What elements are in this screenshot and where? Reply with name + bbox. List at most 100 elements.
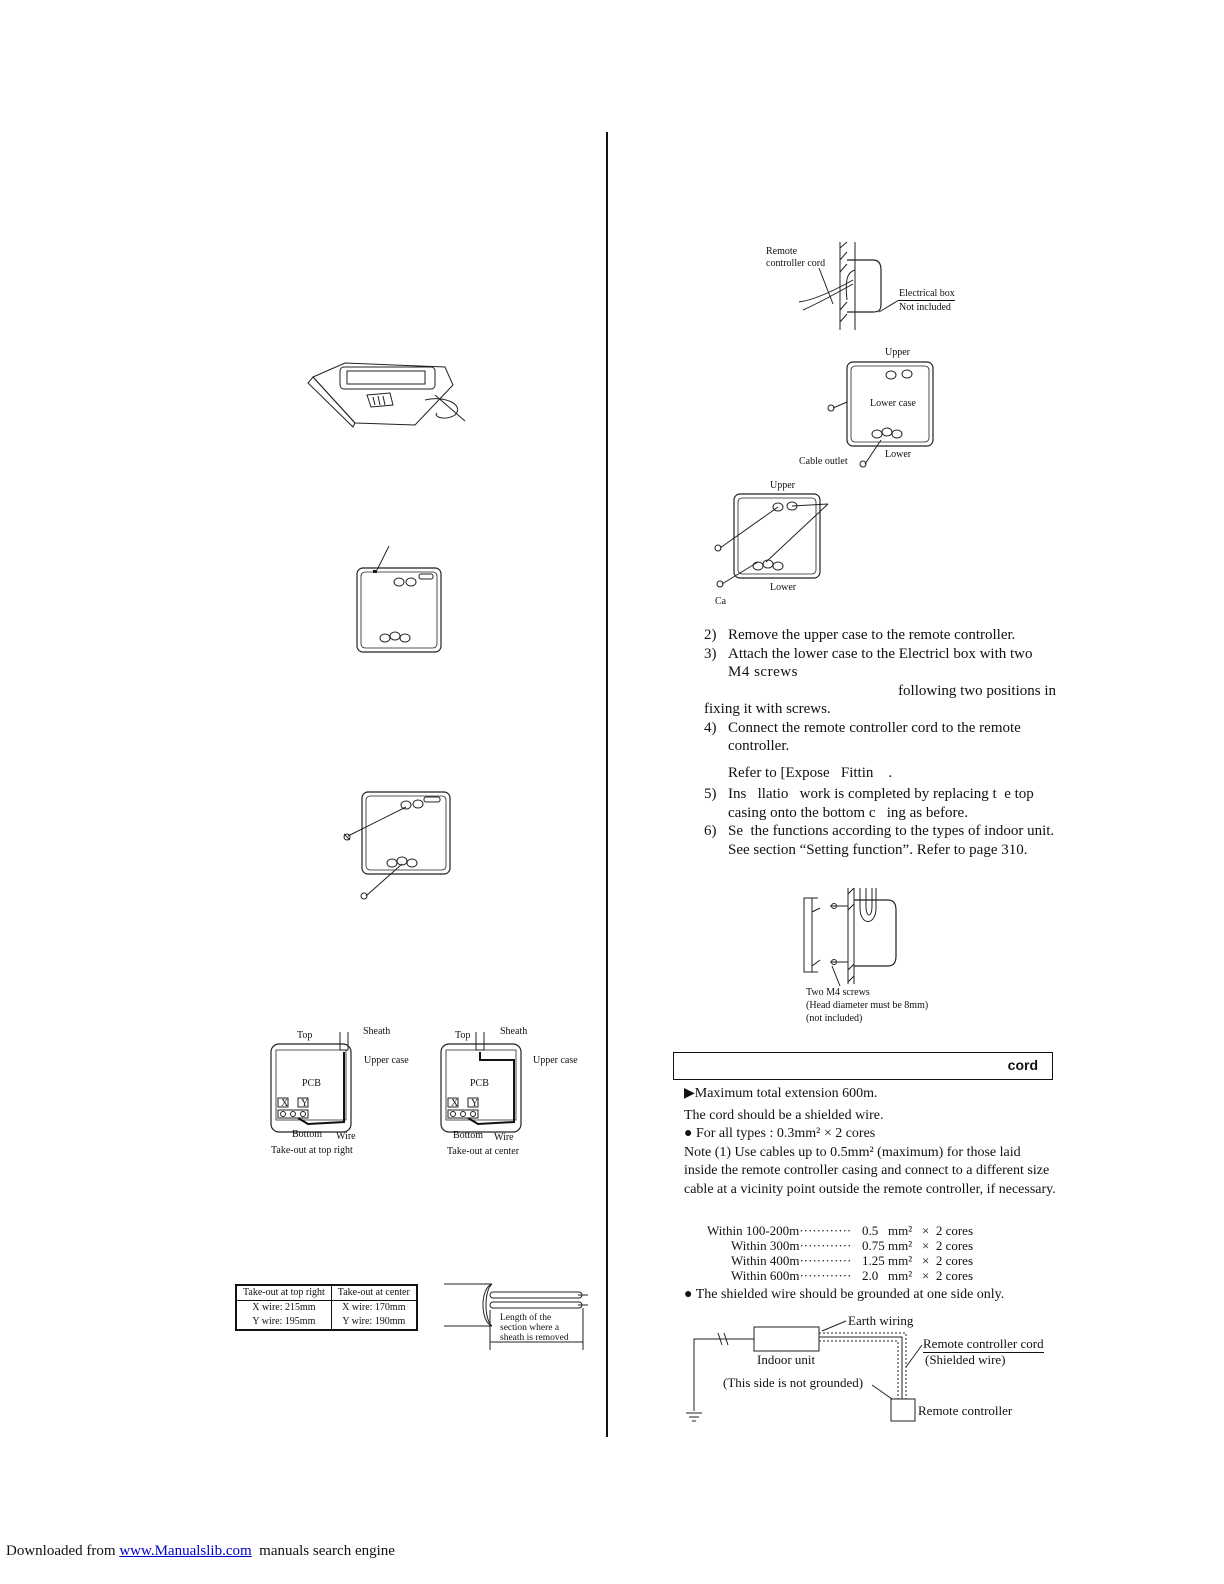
step-text: Se the functions according to the types … (728, 823, 1058, 858)
column-divider (606, 132, 608, 1437)
table-header: Take-out at center (330, 1284, 418, 1301)
table-row: Y wire: 195mm Y wire: 190mm (235, 1315, 418, 1331)
earth-wiring-label: Earth wiring (848, 1313, 914, 1328)
footer: Downloaded from www.Manualslib.com manua… (6, 1543, 395, 1560)
step-3-line-4: fixing it with screws. (704, 701, 831, 717)
spec-cores: × 2 cores (922, 1253, 974, 1268)
lower-case-outlet-figure (825, 360, 940, 470)
spec-row: Within 400m············ (731, 1253, 851, 1268)
not-included-label: Not included (899, 302, 951, 313)
step-5: 5) Ins llatio work is completed by replac… (704, 785, 1056, 822)
step-number: 3) (704, 645, 717, 662)
step-number: 6) (704, 823, 717, 839)
installation-steps: 2) Remove the upper case to the remote co… (704, 626, 1056, 859)
table-header-row: Take-out at top right Take-out at center (235, 1284, 418, 1301)
pcb-left-bottom-label: Bottom (292, 1129, 323, 1140)
pcb-left-upper-case-label: Upper case (364, 1055, 409, 1066)
spec-cores: × 2 cores (922, 1238, 974, 1253)
table-cell: X wire: 215mm (235, 1300, 332, 1315)
indoor-unit-label: Indoor unit (757, 1352, 816, 1367)
spec-cores: × 2 cores (922, 1223, 974, 1238)
pcb-takeout-top-right-figure (268, 1030, 358, 1145)
wire-length-table: Take-out at top right Take-out at center… (235, 1284, 418, 1331)
pcb-right-bottom-label: Bottom (453, 1130, 484, 1141)
grounding-diagram (686, 1315, 1046, 1425)
step-number: 4) (704, 719, 717, 736)
pcb-right-upper-case-label: Upper case (533, 1055, 578, 1066)
step-4: 4) Connect the remote controller cord to … (704, 719, 1056, 756)
step-text: Connect the remote controller cord to th… (728, 719, 1021, 755)
spec-dots: ············ (799, 1268, 852, 1283)
manualslib-link[interactable]: www.Manualslib.com (119, 1543, 252, 1559)
spec-dots: ············ (799, 1223, 852, 1238)
table-cell: X wire: 170mm (330, 1300, 418, 1315)
shielded-wire-text: The cord should be a shielded wire. (684, 1107, 884, 1123)
remote-controller-cord-label: Remote controller cord (766, 246, 826, 269)
sheath-cable-figure (440, 1280, 590, 1352)
ca-label: Ca (715, 596, 727, 607)
spec-size: 0.5 mm² (862, 1223, 913, 1238)
pcb-right-sheath-label: Sheath (500, 1026, 528, 1037)
remote-cord-label: Remote controller cord (923, 1336, 1044, 1353)
spec-range: Within 300m (731, 1238, 800, 1253)
step-text: Remove the upper case to the remote cont… (728, 627, 1016, 643)
max-extension-text: ▶Maximum total extension 600m. (684, 1086, 878, 1101)
lower-label-1: Lower (885, 449, 912, 460)
sheath-removed-label: Length of the section where a sheath is … (500, 1313, 569, 1343)
spec-row: Within 600m············ (731, 1268, 851, 1283)
upper-label-1: Upper (885, 347, 910, 358)
all-types-text: ● For all types : 0.3mm² × 2 cores (684, 1126, 876, 1141)
spec-range: Within 400m (731, 1253, 800, 1268)
cord-section-title: cord (673, 1052, 1053, 1080)
m4-screws-figure (800, 886, 905, 986)
remote-controller-label: Remote controller (918, 1403, 1013, 1418)
step-number: 2) (704, 627, 717, 643)
pcb-left-sheath-label: Sheath (363, 1026, 391, 1037)
pcb-right-caption: Take-out at center (447, 1146, 520, 1157)
step-text: Attach the lower case to the Electricl b… (728, 645, 1033, 662)
spec-dots: ············ (799, 1238, 852, 1253)
note-text: Note (1) Use cables up to 0.5mm² (maximu… (684, 1144, 1056, 1197)
not-grounded-label: (This side is not grounded) (723, 1375, 864, 1390)
pcb-left-top-label: Top (297, 1030, 313, 1041)
step-6: 6) Se the functions according to the type… (704, 822, 1056, 859)
screws-label-1: Two M4 screws (806, 987, 870, 998)
refer-expose-fitting: Refer to [Expose Fittin . (728, 764, 893, 781)
step-number: 5) (704, 786, 717, 802)
table-header: Take-out at top right (235, 1284, 332, 1301)
lower-case-screws-figure (340, 790, 455, 900)
shielded-wire-label: (Shielded wire) (925, 1352, 1006, 1367)
spec-size: 1.25 mm² (862, 1253, 913, 1268)
lower-case-notch-figure (355, 540, 445, 655)
upper-label-2: Upper (770, 480, 795, 491)
footer-suffix: manuals search engine (251, 1543, 395, 1559)
pcb-right-wire-label: Wire (494, 1132, 514, 1143)
spec-size: 0.75 mm² (862, 1238, 913, 1253)
pcb-right-y-label: Y (471, 1098, 479, 1109)
pcb-left-y-label: Y (301, 1098, 309, 1109)
pcb-left-pcb-label: PCB (302, 1078, 321, 1089)
electrical-box-label: Electrical box (899, 288, 955, 301)
lower-case-label: Lower case (870, 398, 916, 409)
lower-case-mount-figure (712, 492, 837, 592)
spec-cores: × 2 cores (922, 1268, 974, 1283)
pcb-left-caption: Take-out at top right (271, 1145, 353, 1156)
step-3-line-3: following two positions in (898, 682, 1056, 699)
cord-section-text: ▶Maximum total extension 600m. The cord … (684, 1085, 1056, 1199)
pcb-left-x-label: X (281, 1098, 289, 1109)
step-text: Ins llatio work is completed by replacin… (728, 786, 1038, 821)
spec-size: 2.0 mm² (862, 1268, 913, 1283)
spec-range: Within 100-200m (707, 1223, 800, 1238)
pcb-right-top-label: Top (455, 1030, 471, 1041)
spec-dots: ············ (799, 1253, 852, 1268)
step-3-line-2: M4 screws (728, 664, 798, 680)
spec-row: Within 300m············ (731, 1238, 851, 1253)
screws-label-2: (Head diameter must be 8mm) (806, 1000, 929, 1011)
cable-outlet-label: Cable outlet (799, 456, 848, 467)
spec-row: Within 100-200m············ (707, 1223, 851, 1238)
remote-controller-illustration (305, 355, 480, 430)
step-2: 2) Remove the upper case to the remote co… (704, 626, 1056, 645)
spec-range: Within 600m (731, 1268, 800, 1283)
grounded-one-side-text: ● The shielded wire should be grounded a… (684, 1287, 1005, 1302)
table-cell: Y wire: 195mm (235, 1315, 332, 1331)
